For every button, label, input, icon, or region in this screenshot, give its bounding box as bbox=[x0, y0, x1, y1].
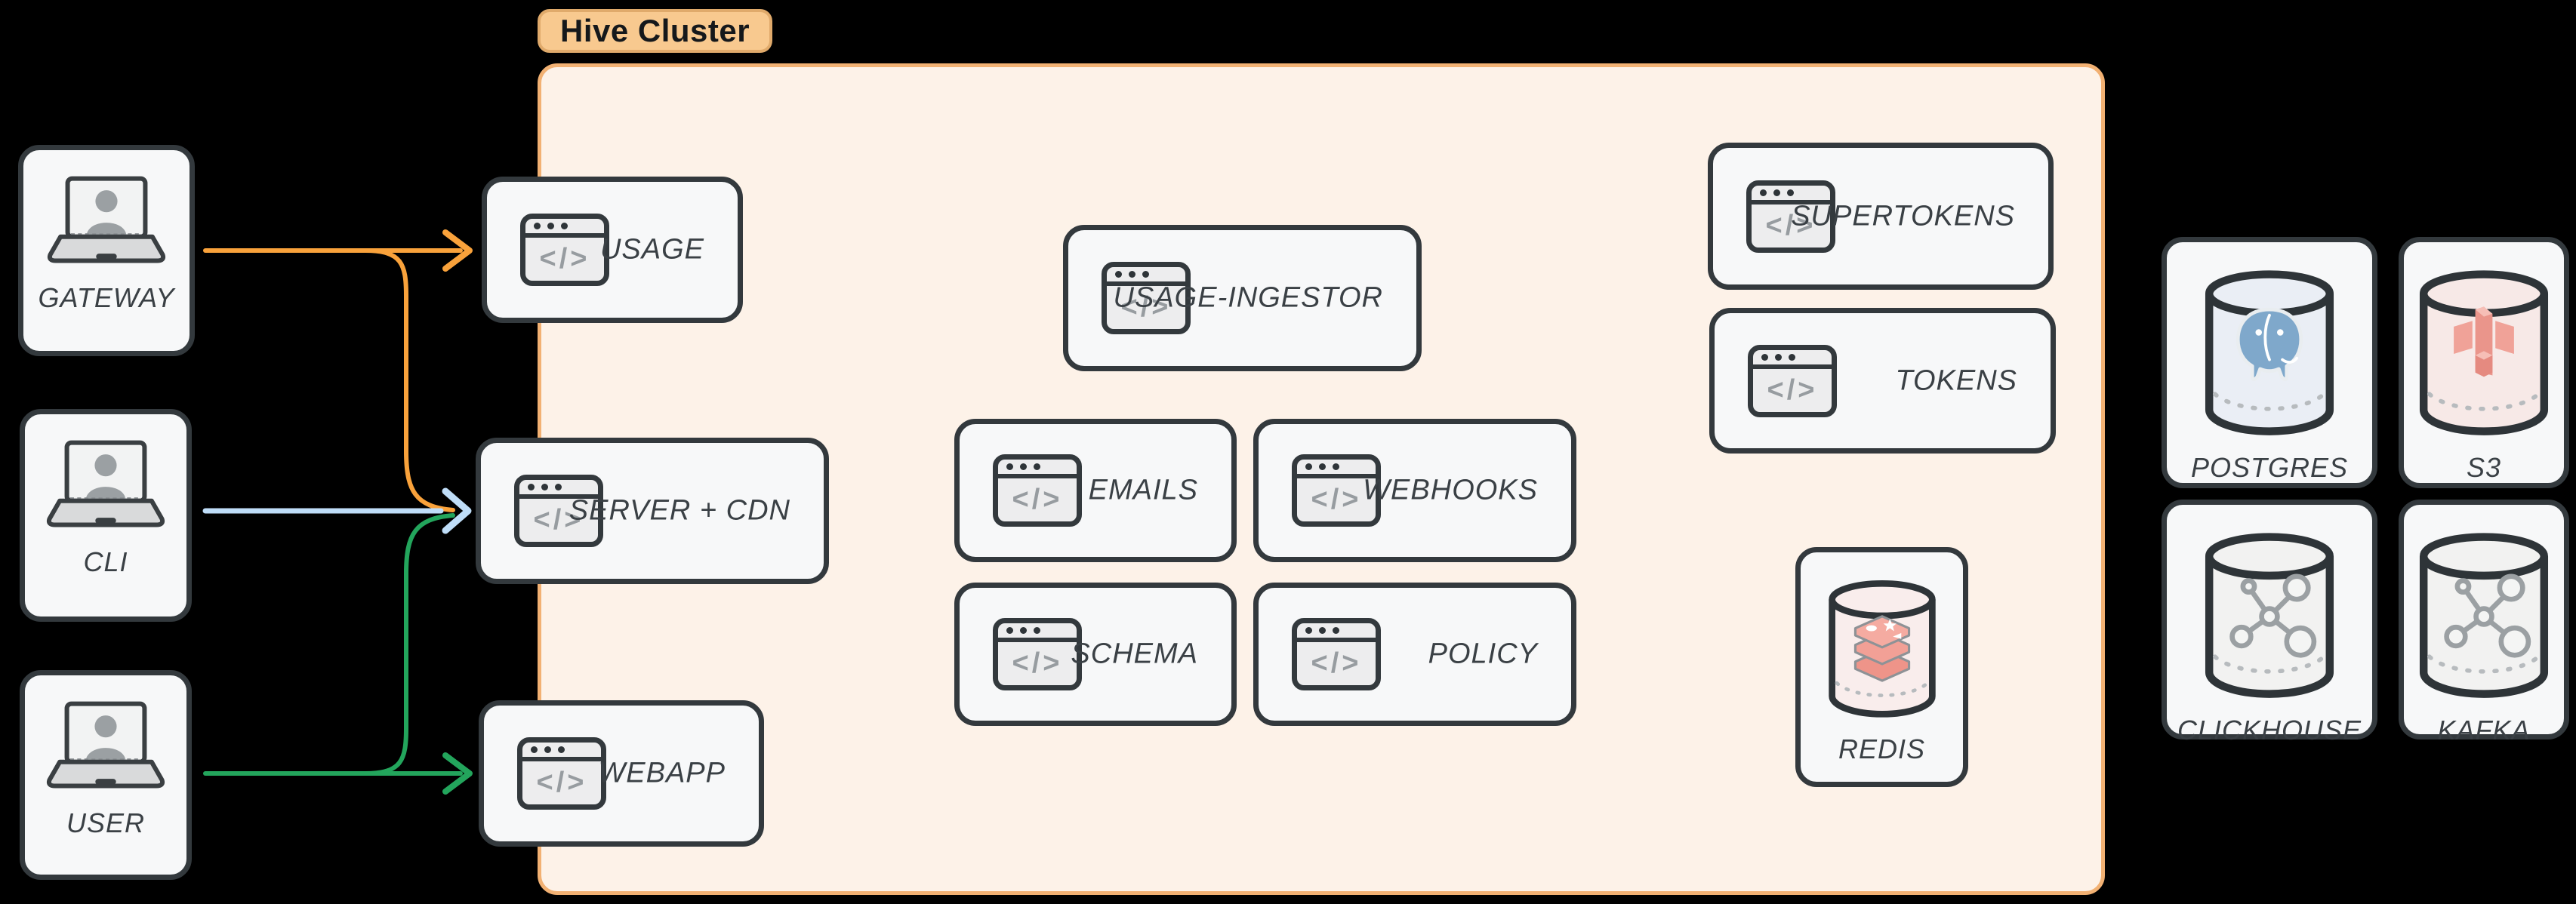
arrow-gateway-server bbox=[363, 248, 455, 512]
window-dots bbox=[1107, 267, 1185, 286]
service-node-emails: </> EMAILS bbox=[954, 419, 1237, 562]
s3-logo bbox=[2454, 306, 2514, 377]
laptop-user-icon bbox=[38, 435, 174, 533]
service-node-webhooks: </> WEBHOOKS bbox=[1253, 419, 1576, 562]
arrow-user-server bbox=[363, 513, 455, 776]
laptop-user-icon bbox=[39, 171, 174, 269]
hive-cluster-badge: Hive Cluster bbox=[538, 9, 773, 53]
service-node-supertokens: </> SUPERTOKENS bbox=[1708, 143, 2054, 290]
code-glyph: </> bbox=[1120, 291, 1172, 323]
datastore-node-kafka: KAFKA bbox=[2399, 500, 2569, 746]
service-node-policy: </> POLICY bbox=[1253, 583, 1576, 726]
window-dots bbox=[1752, 186, 1830, 204]
service-label: POLICY bbox=[1428, 638, 1538, 670]
code-window-icon: </> bbox=[514, 475, 603, 547]
service-label: SCHEMA bbox=[1071, 638, 1198, 670]
service-label: EMAILS bbox=[1088, 474, 1198, 506]
redis-logo bbox=[1853, 615, 1910, 682]
s3-cylinder-icon bbox=[2412, 268, 2556, 440]
service-node-webapp: </> WEBAPP bbox=[479, 700, 764, 847]
code-glyph: </> bbox=[536, 767, 587, 798]
client-node-gateway: GATEWAY bbox=[18, 145, 195, 356]
window-dots bbox=[1753, 350, 1832, 369]
code-window-icon: </> bbox=[993, 618, 1082, 690]
service-label: WEBAPP bbox=[598, 757, 726, 789]
postgres-logo bbox=[2236, 307, 2303, 382]
code-glyph: </> bbox=[1767, 374, 1818, 406]
code-window-icon: </> bbox=[520, 214, 609, 286]
service-label: WEBHOOKS bbox=[1363, 474, 1538, 506]
redis-cylinder-icon bbox=[1823, 578, 1942, 721]
datastore-label: S3 bbox=[2466, 452, 2502, 483]
code-window-icon: </> bbox=[517, 737, 606, 810]
client-label: CLI bbox=[83, 546, 128, 577]
network-graph-logo bbox=[2198, 530, 2341, 703]
postgres-cylinder-icon bbox=[2198, 268, 2341, 440]
client-label: USER bbox=[66, 807, 146, 838]
code-glyph: </> bbox=[1012, 647, 1063, 679]
code-window-icon: </> bbox=[993, 454, 1082, 527]
window-dots bbox=[998, 460, 1077, 478]
datastore-label: POSTGRES bbox=[2190, 452, 2349, 483]
code-glyph: </> bbox=[1012, 484, 1063, 515]
hive-cluster-badge-label: Hive Cluster bbox=[560, 13, 750, 48]
code-window-icon: </> bbox=[1292, 454, 1381, 527]
network-graph-logo bbox=[2412, 530, 2556, 703]
service-label: SERVER + CDN bbox=[569, 494, 790, 527]
client-node-user: USER bbox=[20, 670, 192, 880]
service-label: USAGE-INGESTOR bbox=[1113, 281, 1383, 314]
window-dots bbox=[522, 743, 601, 761]
laptop-user-icon bbox=[38, 696, 174, 794]
datastore-node-s3: S3 bbox=[2399, 237, 2569, 488]
network-cylinder-icon bbox=[2198, 530, 2341, 703]
code-glyph: </> bbox=[533, 504, 584, 536]
service-node-usage: </> USAGE bbox=[482, 177, 743, 323]
window-dots bbox=[1297, 623, 1376, 642]
code-glyph: </> bbox=[539, 243, 590, 275]
service-node-server-cdn: </> SERVER + CDN bbox=[476, 438, 829, 584]
arrowhead-cli-server bbox=[442, 487, 472, 534]
arrowhead-user-webapp bbox=[442, 752, 473, 795]
code-window-icon: </> bbox=[1746, 180, 1835, 253]
datastore-label: KAFKA bbox=[2437, 715, 2531, 746]
datastore-node-clickhouse: CLICKHOUSE bbox=[2162, 500, 2377, 746]
network-cylinder-icon bbox=[2412, 530, 2556, 703]
datastore-node-postgres: POSTGRES bbox=[2162, 237, 2377, 488]
service-label: TOKENS bbox=[1895, 364, 2017, 396]
service-label: SUPERTOKENS bbox=[1791, 200, 2015, 232]
service-node-usage-ingestor: </> USAGE-INGESTOR bbox=[1063, 225, 1422, 371]
code-glyph: </> bbox=[1311, 647, 1362, 679]
datastore-label: CLICKHOUSE bbox=[2177, 715, 2362, 746]
arrowhead-gateway-usage bbox=[442, 229, 473, 272]
code-window-icon: </> bbox=[1748, 344, 1837, 417]
window-dots bbox=[519, 480, 598, 499]
client-label: GATEWAY bbox=[38, 282, 175, 313]
datastore-node-redis: REDIS bbox=[1795, 547, 1968, 787]
code-window-icon: </> bbox=[1102, 262, 1191, 334]
service-label: USAGE bbox=[599, 233, 704, 266]
datastore-label: REDIS bbox=[1838, 733, 1926, 764]
service-node-schema: </> SCHEMA bbox=[954, 583, 1237, 726]
service-node-tokens: </> TOKENS bbox=[1709, 308, 2056, 454]
window-dots bbox=[998, 623, 1077, 642]
code-glyph: </> bbox=[1765, 209, 1816, 241]
code-window-icon: </> bbox=[1292, 618, 1381, 690]
window-dots bbox=[525, 219, 604, 238]
code-glyph: </> bbox=[1311, 484, 1362, 515]
client-node-cli: CLI bbox=[20, 409, 192, 622]
window-dots bbox=[1297, 460, 1376, 478]
